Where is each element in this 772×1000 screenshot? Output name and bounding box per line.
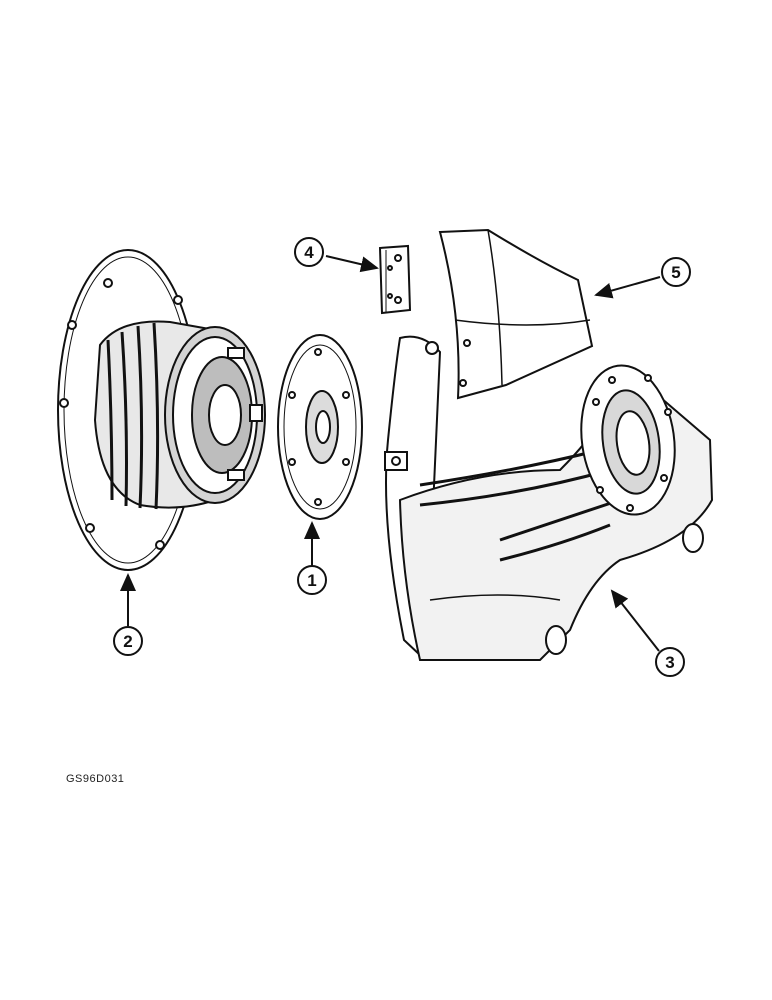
leader-lines bbox=[120, 255, 661, 652]
callout-3: 3 bbox=[655, 647, 685, 677]
flex-plate bbox=[277, 334, 363, 520]
svg-text:1: 1 bbox=[307, 571, 316, 590]
callout-5: 5 bbox=[661, 257, 691, 287]
leader-line-4 bbox=[325, 255, 379, 273]
callout-4: 4 bbox=[294, 237, 324, 267]
torque-converter bbox=[57, 249, 266, 571]
callout-1: 1 bbox=[297, 565, 327, 595]
svg-text:5: 5 bbox=[671, 263, 680, 282]
dust-shield bbox=[438, 228, 594, 400]
svg-text:4: 4 bbox=[304, 243, 314, 262]
leader-line-3 bbox=[610, 589, 660, 652]
transmission-housing bbox=[384, 335, 714, 661]
leader-line-5 bbox=[594, 276, 661, 299]
callout-2: 2 bbox=[113, 626, 143, 656]
mounting-bracket bbox=[378, 244, 412, 315]
figure-code: GS96D031 bbox=[66, 773, 125, 785]
svg-text:2: 2 bbox=[123, 632, 132, 651]
svg-text:3: 3 bbox=[665, 653, 674, 672]
